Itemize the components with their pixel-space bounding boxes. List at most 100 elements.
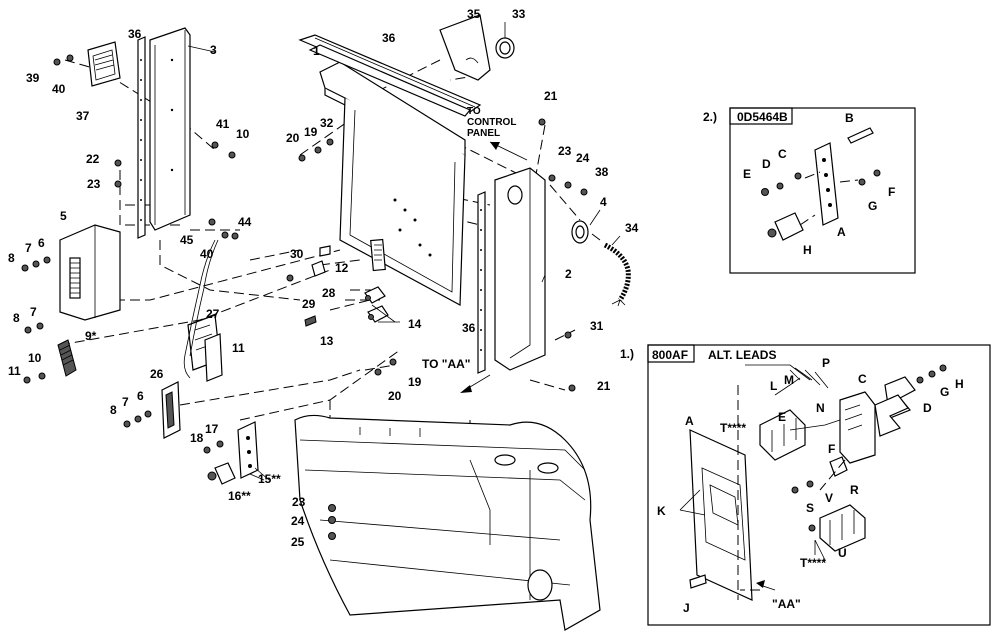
- label-40a: 40: [52, 82, 66, 96]
- label-20b: 20: [388, 389, 402, 403]
- main-enclosure-panel: [319, 61, 466, 306]
- side-panel-left: [137, 27, 191, 239]
- label-38: 38: [595, 165, 609, 179]
- bracket-15: [237, 421, 259, 479]
- inset1-label-n: N: [816, 401, 825, 415]
- inset-800af: 1.) 800AF ALT. LEADS: [620, 344, 991, 626]
- terminal-strip-9: [57, 339, 77, 377]
- label-22: 22: [86, 152, 100, 166]
- label-20a: 20: [286, 131, 300, 145]
- label-35: 35: [467, 7, 481, 21]
- label-28: 28: [322, 286, 336, 300]
- label-23b: 23: [292, 495, 306, 509]
- label-5: 5: [60, 209, 67, 223]
- terminal-bracket-5: [59, 224, 121, 321]
- inset2-label-a: A: [837, 225, 846, 239]
- inset1-callout: 1.): [620, 347, 634, 361]
- inset2-label-e: E: [743, 167, 751, 181]
- label-33: 33: [512, 7, 526, 21]
- inset1-label-l: L: [770, 379, 777, 393]
- label-32: 32: [320, 116, 334, 130]
- label-39: 39: [26, 71, 40, 85]
- label-44: 44: [238, 215, 252, 229]
- inset1-label-s: S: [806, 501, 814, 515]
- label-36a: 36: [128, 27, 142, 41]
- inset1-label-r: R: [850, 483, 859, 497]
- label-40b: 40: [200, 247, 214, 261]
- note-to-aa: TO "AA": [422, 357, 471, 371]
- small-parts: [304, 245, 331, 327]
- label-36c: 36: [462, 321, 476, 335]
- inset-0d5464b: 2.) 0D5464B B C D E F G H A: [703, 107, 916, 274]
- cover-plate: [439, 14, 491, 81]
- label-23c: 23: [558, 144, 572, 158]
- inset1-label-m: M: [784, 373, 794, 387]
- inset1-label-c: C: [858, 372, 867, 386]
- label-30: 30: [290, 247, 304, 261]
- top-channel: [298, 34, 482, 117]
- inset2-label-h: H: [803, 243, 812, 257]
- label-8c: 8: [110, 403, 117, 417]
- label-41: 41: [216, 117, 230, 131]
- label-6a: 6: [38, 236, 45, 250]
- inset1-part-no: 800AF: [652, 348, 688, 362]
- main-callout-labels: 1 2 3 4 5 6 6 7 7 7 8 8 8 9* 10 10 11 11…: [8, 7, 639, 549]
- note-panel: PANEL: [467, 128, 500, 139]
- label-6b: 6: [137, 389, 144, 403]
- label-31: 31: [590, 319, 604, 333]
- label-16: 16**: [228, 489, 251, 503]
- inset1-label-a: A: [685, 414, 694, 428]
- label-10a: 10: [28, 351, 42, 365]
- inset1-label-j: J: [683, 601, 690, 615]
- label-29: 29: [302, 297, 316, 311]
- inset2-callout: 2.): [703, 110, 717, 124]
- inset1-label-t2: T****: [800, 556, 826, 570]
- grommet-33: [495, 37, 515, 59]
- inset1-label-k: K: [657, 504, 666, 518]
- label-26: 26: [150, 367, 164, 381]
- label-23a: 23: [87, 177, 101, 191]
- label-3: 3: [210, 43, 217, 57]
- label-45: 45: [180, 233, 194, 247]
- label-13: 13: [320, 334, 334, 348]
- label-24b: 24: [291, 514, 305, 528]
- side-panel-right: [477, 167, 546, 374]
- note-control: CONTROL: [467, 117, 516, 128]
- direction-arrows: [460, 141, 528, 393]
- inset1-label-f: F: [828, 442, 835, 456]
- inset2-label-b: B: [845, 111, 854, 125]
- inset1-label-t1: T****: [720, 421, 746, 435]
- label-24a: 24: [576, 151, 590, 165]
- inset1-label-d: D: [923, 401, 932, 415]
- label-27: 27: [206, 307, 220, 321]
- label-4: 4: [600, 195, 607, 209]
- label-17: 17: [205, 422, 219, 436]
- inset1-label-g: G: [940, 385, 949, 399]
- grommet-4: [571, 220, 589, 244]
- label-21b: 21: [597, 379, 611, 393]
- inset1-label-p: P: [822, 356, 830, 370]
- inset1-label-e: E: [778, 410, 786, 424]
- label-34: 34: [625, 221, 639, 235]
- label-14: 14: [408, 317, 422, 331]
- label-12: 12: [335, 261, 349, 275]
- label-19a: 19: [304, 125, 318, 139]
- meter-37: [87, 41, 121, 87]
- inset1-label-h: H: [955, 377, 964, 391]
- label-18: 18: [190, 431, 204, 445]
- part-16: [207, 462, 236, 485]
- inset1-alt-leads: ALT. LEADS: [708, 348, 776, 362]
- label-19b: 19: [408, 375, 422, 389]
- inset2-label-d: D: [762, 157, 771, 171]
- terminal-strip-26: [161, 381, 181, 439]
- label-8b: 8: [13, 311, 20, 325]
- label-25: 25: [291, 535, 305, 549]
- inset2-part-no: 0D5464B: [737, 110, 788, 124]
- leader-lines: [187, 22, 621, 481]
- inset1-label-u: U: [838, 546, 847, 560]
- label-36b: 36: [382, 31, 396, 45]
- inset2-label-c: C: [778, 147, 787, 161]
- inset1-label-aa: "AA": [772, 597, 801, 611]
- inset1-label-v: V: [825, 491, 833, 505]
